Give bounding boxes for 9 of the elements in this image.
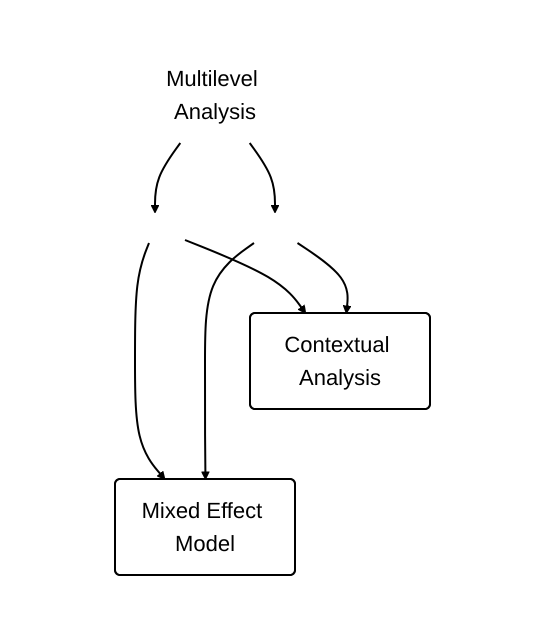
heading-text: Multilevel Analysis xyxy=(166,66,258,124)
arrow xyxy=(296,242,352,314)
rounded-box: Contextual Analysis xyxy=(249,312,431,410)
arrow xyxy=(134,242,166,480)
arrow xyxy=(248,142,280,213)
rounded-box: Mixed Effect Model xyxy=(114,478,296,576)
arrow xyxy=(184,238,306,314)
arrow xyxy=(201,242,255,480)
arrow xyxy=(150,142,182,213)
